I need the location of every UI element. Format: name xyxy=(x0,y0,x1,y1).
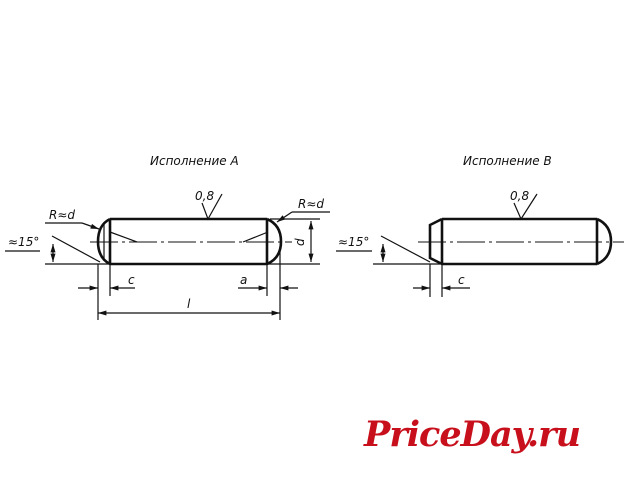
roughness-a-label: 0,8 xyxy=(195,189,214,203)
roughness-b-label: 0,8 xyxy=(510,189,529,203)
dim-c-a-label: c xyxy=(128,273,135,287)
variant-b-drawing: Исполнение В 0,8 ≈15° c xyxy=(336,154,624,297)
roughness-b-icon xyxy=(513,193,538,221)
dim-d-label: d xyxy=(293,238,307,246)
variant-a-title: Исполнение А xyxy=(150,154,239,168)
dim-a-label: a xyxy=(240,273,247,287)
dim-l-label: l xyxy=(187,297,191,311)
radius-right-label: R≈d xyxy=(298,197,324,211)
variant-a-drawing: Исполнение А d 0,8 R≈d R≈d ≈15° xyxy=(5,154,330,320)
dim-c-b-label: c xyxy=(458,273,465,287)
roughness-a-icon xyxy=(201,193,223,221)
angle-b-label: ≈15° xyxy=(338,235,369,249)
variant-b-title: Исполнение В xyxy=(463,154,552,168)
angle-a-label: ≈15° xyxy=(8,235,39,249)
watermark-logo: PriceDay.ru xyxy=(364,414,581,455)
radius-left-label: R≈d xyxy=(49,208,75,222)
